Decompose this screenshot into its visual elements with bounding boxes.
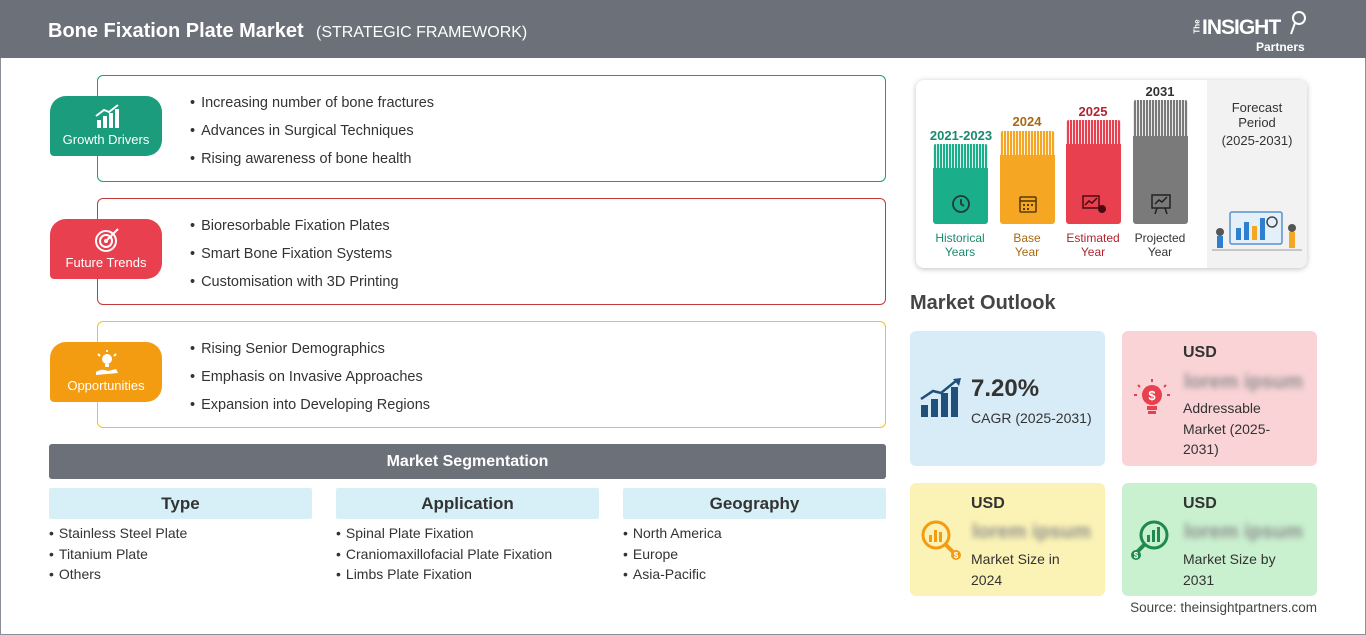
bar-caption-line2: Year [1014,245,1040,259]
cagr-value: 7.20% [971,375,1040,402]
badge-label: Future Trends [65,255,147,270]
forecast-line2: Period [1238,115,1276,130]
growth-bars-icon [920,378,961,417]
bar-caption-line2: Years [944,245,976,259]
list-item: Limbs Plate Fixation [336,566,599,587]
history-clock-icon [952,195,970,213]
growth-chart-icon [95,104,119,128]
list-item: Others [49,566,312,587]
bar-caption-line2: Year [1147,245,1173,259]
future-trends-badge: Future Trends [50,219,162,279]
list-item: Titanium Plate [49,546,312,567]
bar-caption: Base Year [992,231,1062,259]
bar-year-label: 2031 [1145,84,1175,99]
bar-caption-line1: Base [1013,231,1041,245]
insight-partners-logo: The INSIGHT Partners [1190,10,1310,54]
projected-year-bar [1133,100,1188,224]
bar-caption: Historical Years [925,231,995,259]
target-icon [95,228,119,252]
page-subtitle: (STRATEGIC FRAMEWORK) [316,24,528,41]
header-bar: Bone Fixation Plate Market (STRATEGIC FR… [0,0,1366,58]
calendar-icon [1019,196,1037,213]
svg-text:$: $ [1134,551,1139,560]
bar-caption-line1: Projected [1134,231,1186,245]
segment-header: Type [49,488,312,519]
svg-text:$: $ [954,551,959,560]
bar-caption: Estimated Year [1058,231,1128,259]
badge-label: Opportunities [67,378,145,393]
forecast-line3: (2025-2031) [1221,133,1293,148]
logo-the-text: The [1192,19,1202,34]
segment-geography: Geography North America Europe Asia-Paci… [623,488,886,587]
blurred-value: lorem ipsum [972,521,1091,543]
list-item: Europe [623,546,886,567]
projection-board-icon [1151,194,1171,215]
segment-type: Type Stainless Steel Plate Titanium Plat… [49,488,312,587]
logo-insight-text: INSIGHT [1202,16,1281,39]
lightbulb-hand-icon [96,350,118,375]
bar-caption-line2: Year [1080,245,1106,259]
growth-drivers-badge: Growth Drivers [50,96,162,156]
usd-label: USD [1183,495,1217,512]
list-item: Advances in Surgical Techniques [190,123,434,151]
blurred-value: lorem ipsum [1184,521,1303,543]
magnifier-growth-icon: $ [1131,520,1169,560]
segment-application: Application Spinal Plate Fixation Cranio… [336,488,599,587]
estimate-chart-icon [1082,195,1106,213]
list-item: Spinal Plate Fixation [336,525,599,546]
market-size-2031-card: $ USD lorem ipsum Market Size by 2031 [1122,483,1317,596]
bar-year-label: 2021-2023 [929,128,993,143]
badge-label: Growth Drivers [62,132,150,147]
segment-header: Application [336,488,599,519]
svg-text:$: $ [1148,388,1156,403]
bar-year-label: 2024 [1012,114,1042,129]
list-item: Smart Bone Fixation Systems [190,246,399,274]
page-title: Bone Fixation Plate Market [48,20,304,42]
bar-year-label: 2025 [1078,104,1108,119]
cagr-card: 7.20% CAGR (2025-2031) [910,331,1105,466]
opportunities-panel: Rising Senior Demographics Emphasis on I… [97,321,886,428]
source-text: Source: theinsightpartners.com [1130,600,1317,615]
segment-header: Geography [623,488,886,519]
historical-bar [933,144,988,224]
market-outlook-title: Market Outlook [910,292,1056,314]
usd-label: USD [1183,344,1217,361]
base-year-bar [1000,131,1055,224]
list-item: Customisation with 3D Printing [190,274,398,302]
analytics-people-icon [1212,211,1302,251]
list-item: Rising awareness of bone health [190,151,434,179]
logo-partners-text: Partners [1256,40,1305,54]
size-2031-desc: Market Size by 2031 [1183,551,1276,588]
market-segmentation-bar: Market Segmentation [49,444,886,479]
list-item: Increasing number of bone fractures [190,95,434,123]
list-item: Emphasis on Invasive Approaches [190,369,430,397]
dollar-bulb-icon: $ [1134,379,1170,414]
size-2024-desc: Market Size in 2024 [971,551,1060,588]
list-item: Bioresorbable Fixation Plates [190,218,399,246]
list-item: Rising Senior Demographics [190,341,430,369]
logo-key-icon [1290,11,1306,35]
list-item: North America [623,525,886,546]
blurred-value: lorem ipsum [1184,371,1303,393]
forecast-period-panel: Forecast Period (2025-2031) [1207,80,1307,268]
usd-label: USD [971,495,1005,512]
list-item: Expansion into Developing Regions [190,397,430,425]
future-trends-panel: Bioresorbable Fixation Plates Smart Bone… [97,198,886,305]
addressable-market-card: $ USD lorem ipsum Addressable Market (20… [1122,331,1317,466]
list-item: Stainless Steel Plate [49,525,312,546]
cagr-desc: CAGR (2025-2031) [971,410,1092,426]
list-item: Craniomaxillofacial Plate Fixation [336,546,599,567]
estimated-year-bar [1066,120,1121,224]
forecast-line1: Forecast [1231,100,1283,115]
addressable-desc: Addressable Market (2025-2031) [1183,400,1271,457]
growth-drivers-panel: Increasing number of bone fractures Adva… [97,75,886,182]
market-size-2024-card: $ USD lorem ipsum Market Size in 2024 [910,483,1105,596]
bar-caption-line1: Estimated [1066,231,1120,245]
opportunities-badge: Opportunities [50,342,162,402]
magnifier-chart-icon: $ [921,520,961,560]
bar-caption-line1: Historical [935,231,985,245]
bar-caption: Projected Year [1125,231,1195,259]
list-item: Asia-Pacific [623,566,886,587]
